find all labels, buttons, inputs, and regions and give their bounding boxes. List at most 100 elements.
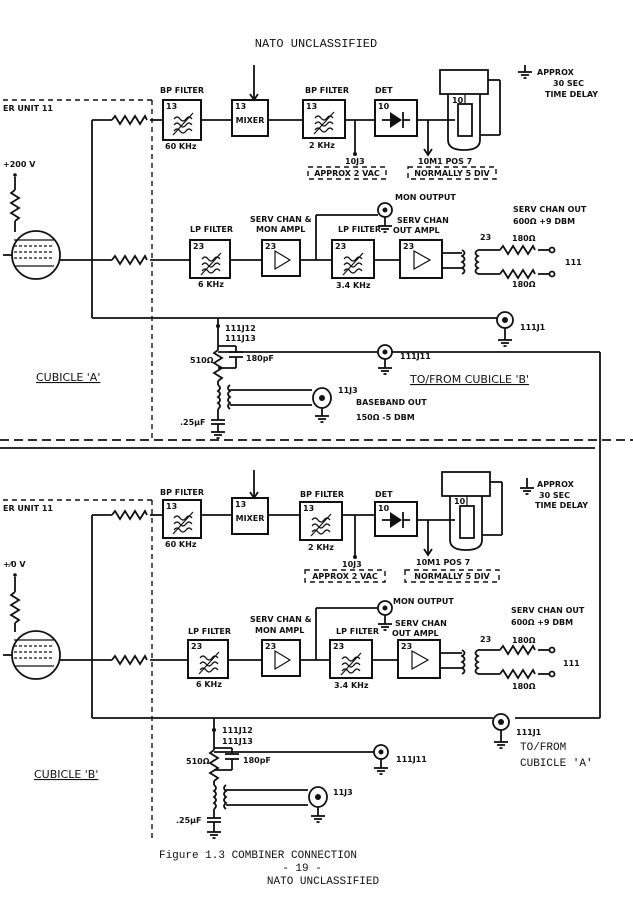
meter-position: 10M1 POS 7 <box>416 558 470 567</box>
detector-title: DET <box>375 86 393 95</box>
approx-note-box <box>307 166 387 180</box>
ground-icon <box>493 741 509 749</box>
diode-icon <box>382 512 410 528</box>
figure-caption: Figure 1.3 COMBINER CONNECTION <box>159 850 357 862</box>
r-lower-value: 180Ω <box>512 280 536 289</box>
amp-1-box <box>261 239 301 277</box>
output-resistor-lower <box>499 669 536 679</box>
cubicle-a-section: ER UNIT 11 +200 V BP FILTER 13 60 K <box>3 65 601 718</box>
normally-note-box <box>404 569 500 583</box>
vacuum-tube-icon <box>11 630 61 680</box>
baseband-out-level: 150Ω -5 DBM <box>356 413 415 422</box>
lp-filter-1-box <box>189 239 231 279</box>
page-footer: NATO UNCLASSIFIED <box>267 876 380 888</box>
lp-filter-1-num: 23 <box>191 642 202 651</box>
lp-filter-1-freq: 6 KHz <box>196 680 222 689</box>
jack-111j1-label: 111J1 <box>516 728 542 737</box>
bp-filter-1-num: 13 <box>166 102 177 111</box>
amplifier-icon <box>411 649 430 671</box>
resistor-510 <box>209 749 219 782</box>
transformer-num: 23 <box>480 233 491 242</box>
amp-1-num: 23 <box>265 242 276 251</box>
input-resistor-upper <box>111 510 148 520</box>
bp-filter-2-box <box>299 501 343 541</box>
bp-filter-2-freq: 2 KHz <box>309 141 335 150</box>
amp-1-title-2: MON AMPL <box>255 626 304 635</box>
r-lower-value: 180Ω <box>512 682 536 691</box>
input-resistor-upper <box>111 115 148 125</box>
lp-filter-1-title: LP FILTER <box>188 627 231 636</box>
lp-filter-2-title: LP FILTER <box>336 627 379 636</box>
unit-label: ER UNIT 11 <box>3 104 53 113</box>
bp-filter-1-freq: 60 KHz <box>165 540 197 549</box>
amp-2-num: 23 <box>401 642 412 651</box>
output-jack-label: 111 <box>563 659 580 668</box>
time-delay-relay-icon <box>441 471 503 551</box>
transformer-icon <box>460 649 480 675</box>
lp-filter-1-title: LP FILTER <box>190 225 233 234</box>
amp-1-title-1: SERV CHAN & <box>250 615 312 624</box>
r-upper-value: 180Ω <box>512 234 536 243</box>
amp-2-box <box>399 239 443 279</box>
bp-filter-1-num: 13 <box>166 502 177 511</box>
normally-note: NORMALLY 5 DIV <box>414 169 490 178</box>
amp-1-box <box>261 639 301 677</box>
serv-chan-out-label: SERV CHAN OUT <box>513 205 587 214</box>
ground-icon <box>373 767 389 775</box>
test-point-10j3: 10J3 <box>345 157 365 166</box>
transformer-num: 23 <box>480 635 491 644</box>
test-point-10j3: 10J3 <box>342 560 362 569</box>
transformer-icon <box>460 249 480 275</box>
output-resistor-upper <box>499 645 536 655</box>
serv-chan-out-level: 600Ω +9 DBM <box>513 217 575 226</box>
bp-filter-2-title: BP FILTER <box>305 86 349 95</box>
mixer-box <box>231 99 269 137</box>
lp-filter-2-box <box>331 239 375 279</box>
supply-terminal <box>13 173 17 177</box>
supply-terminal <box>13 573 17 577</box>
to-from-line-1: TO/FROM <box>520 742 566 754</box>
r510-value: 510Ω <box>186 757 210 766</box>
ground-icon <box>210 431 226 439</box>
mon-output-label: MON OUTPUT <box>393 597 454 606</box>
r510-value: 510Ω <box>190 356 214 365</box>
baseband-out-label: BASEBAND OUT <box>356 398 427 407</box>
delay-line-1: APPROX <box>537 480 575 489</box>
approx-note-box <box>304 569 386 583</box>
jack-111j1-label: 111J1 <box>520 323 546 332</box>
ground-icon <box>377 623 393 631</box>
baseband-transformer-icon <box>212 784 217 810</box>
bp-filter-2-freq: 2 KHz <box>308 543 334 552</box>
amp-1-title-2: MON AMPL <box>256 225 305 234</box>
cap25-value: .25µF <box>176 816 202 825</box>
delay-line-3: TIME DELAY <box>545 90 598 99</box>
ground-icon <box>497 339 513 347</box>
delay-line-3: TIME DELAY <box>535 501 588 510</box>
normally-note: NORMALLY 5 DIV <box>414 572 490 581</box>
meter-position: 10M1 POS 7 <box>418 157 472 166</box>
jack-111j12-label: 111J12 <box>225 324 256 333</box>
to-from-line-2: CUBICLE 'A' <box>520 758 593 770</box>
cubicle-b-label: CUBICLE 'B' <box>34 768 98 781</box>
jack-111j13-label: 111J13 <box>222 737 253 746</box>
cap25-value: .25µF <box>180 418 206 427</box>
lp-filter-1-num: 23 <box>193 242 204 251</box>
c180-value: 180pF <box>246 354 274 363</box>
diode-icon <box>382 112 410 128</box>
bp-filter-1-title: BP FILTER <box>160 488 204 497</box>
amp-2-title-1: SERV CHAN <box>397 216 449 225</box>
delay-line-2: 30 SEC <box>539 491 570 500</box>
jack-111j11-label: 111J11 <box>400 352 431 361</box>
delay-line-1: APPROX <box>537 68 575 77</box>
bp-filter-2-num: 13 <box>303 504 314 513</box>
serv-chan-out-level: 600Ω +9 DBM <box>511 618 573 627</box>
approx-note: APPROX 2 VAC <box>312 572 378 581</box>
r-upper-value: 180Ω <box>512 636 536 645</box>
plate-resistor <box>10 189 20 222</box>
detector-num: 10 <box>378 504 390 513</box>
page-number: - 19 - <box>282 863 322 875</box>
lp-filter-2-title: LP FILTER <box>338 225 381 234</box>
jack-111j11-label: 111J11 <box>396 755 427 764</box>
delay-line-2: 30 SEC <box>553 79 584 88</box>
amplifier-icon <box>413 249 432 271</box>
